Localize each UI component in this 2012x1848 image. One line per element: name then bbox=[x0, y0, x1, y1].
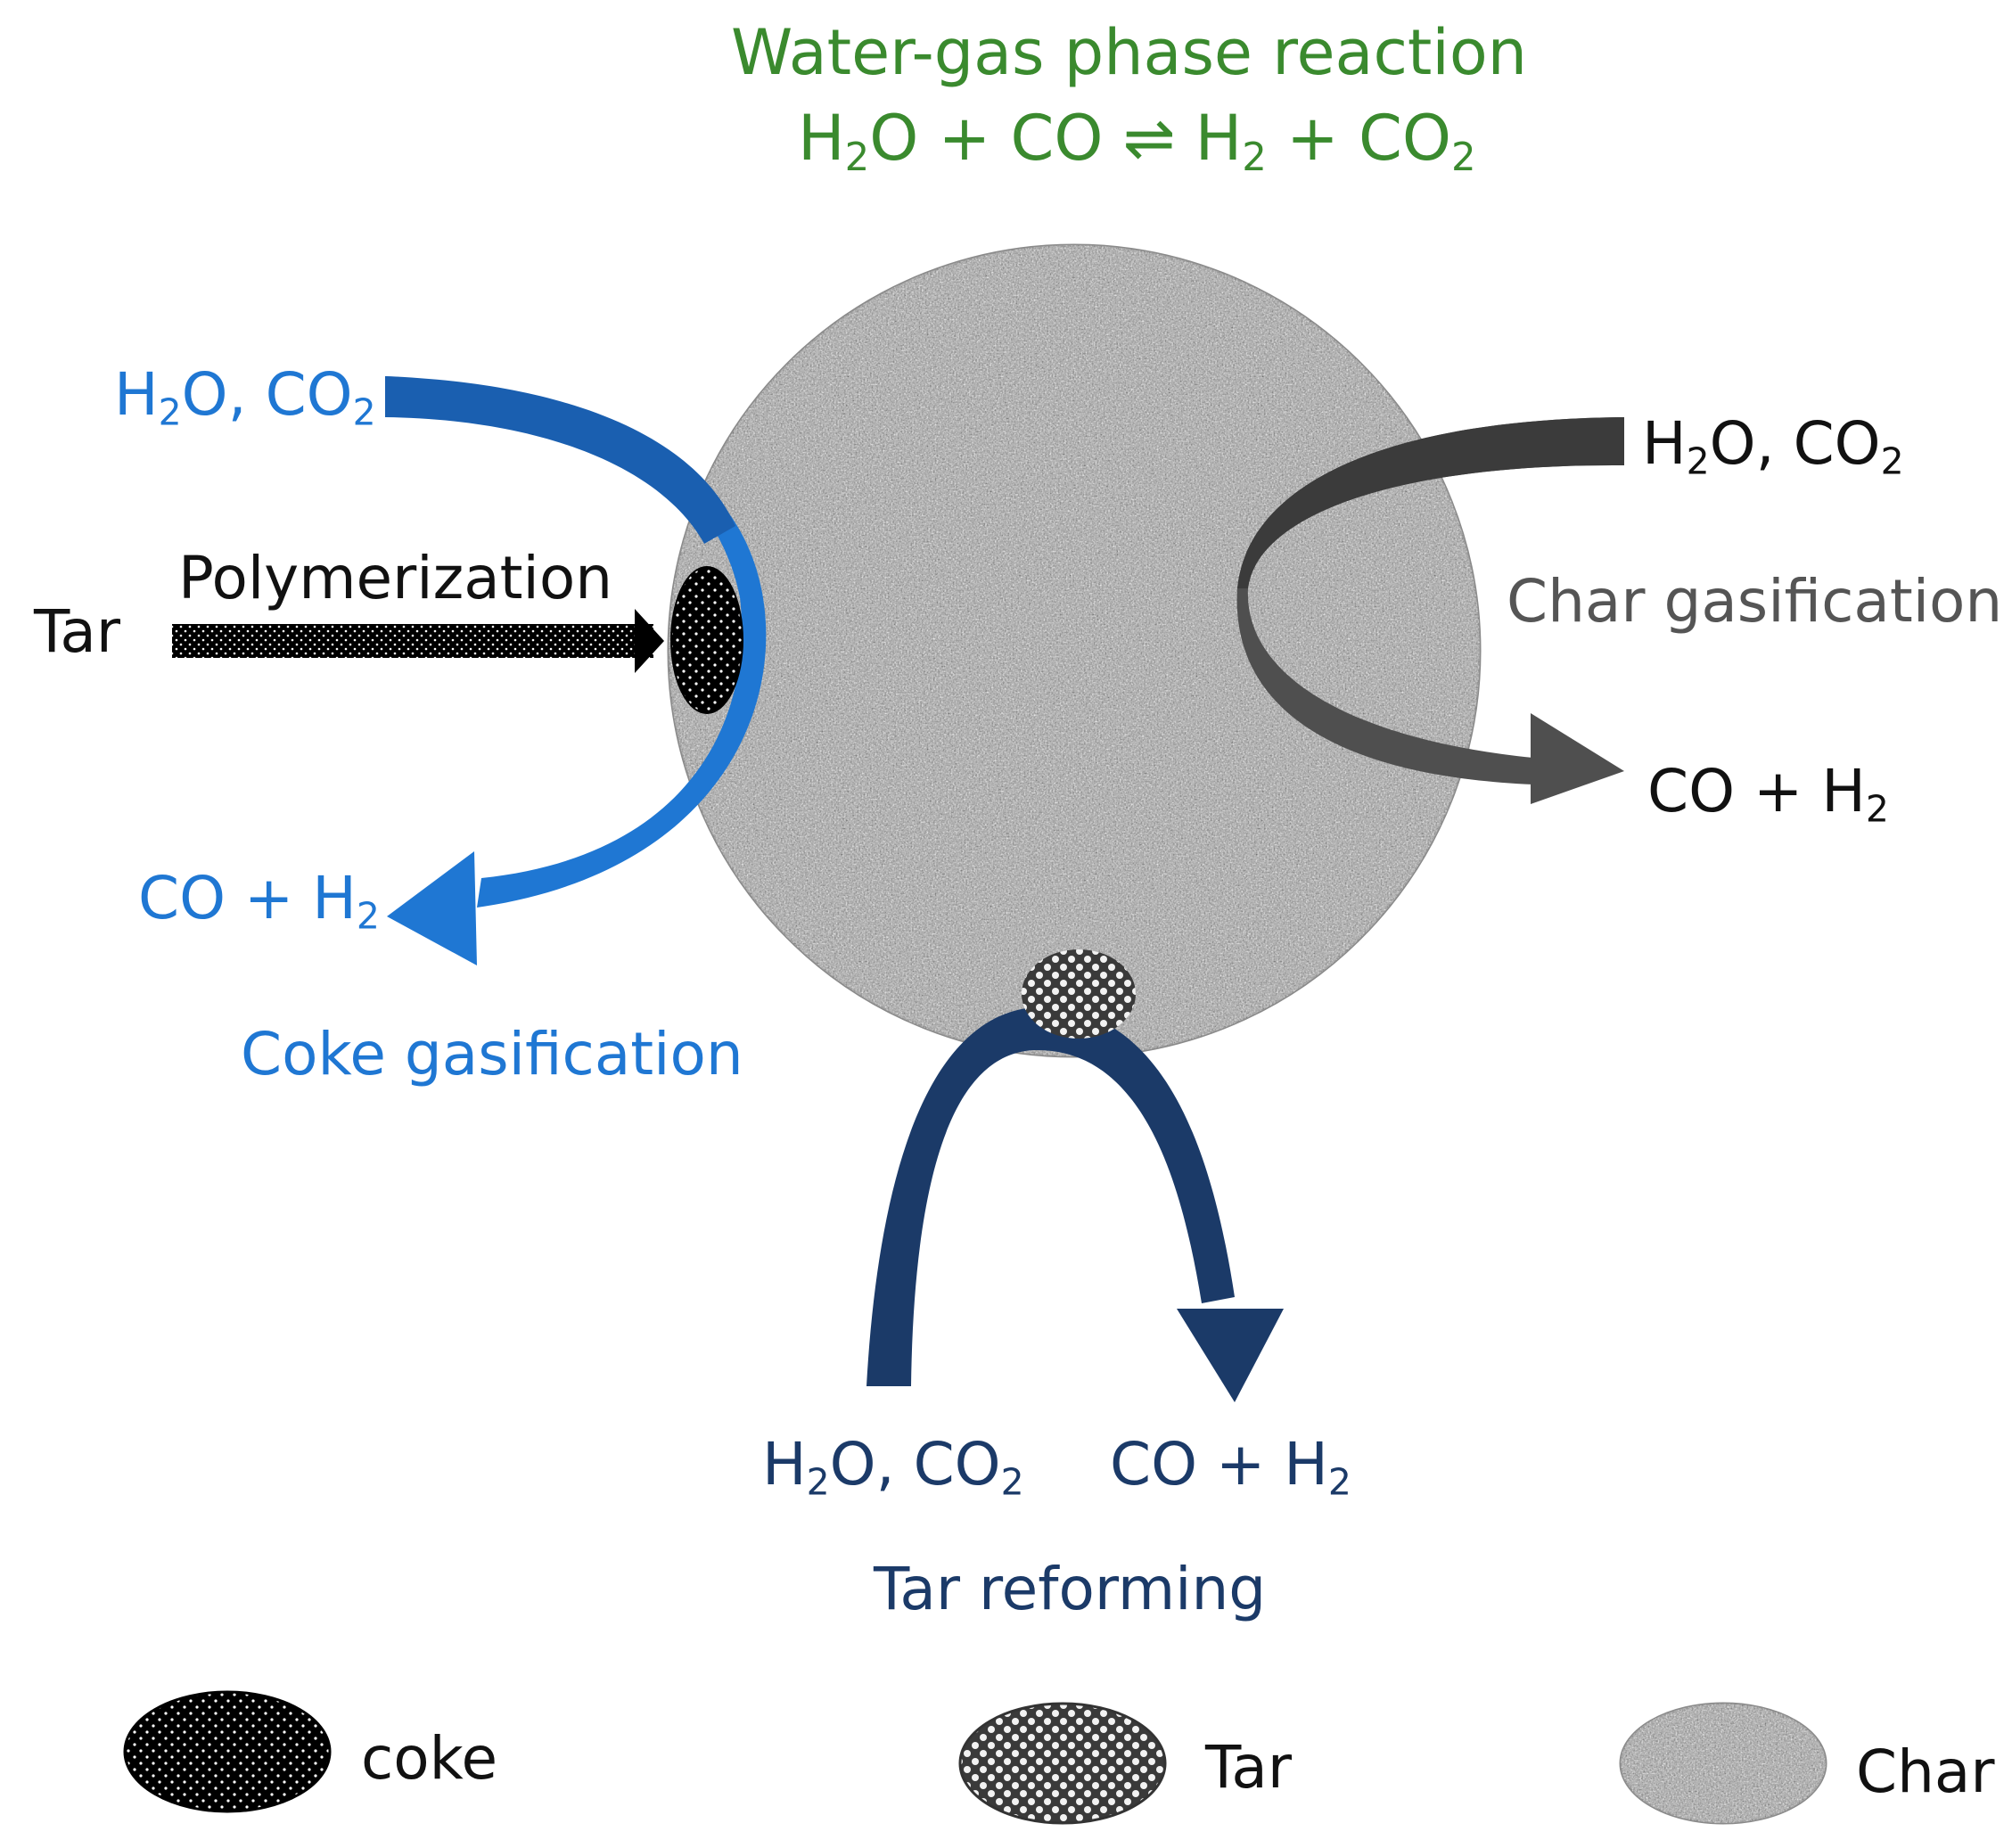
legend-tar-swatch bbox=[958, 1702, 1167, 1825]
legend-tar-label: Tar bbox=[1205, 1733, 1292, 1802]
tar-source-label: Tar bbox=[34, 597, 120, 666]
tar-reforming-output-label: CO + H2 bbox=[1110, 1430, 1351, 1504]
tar-reforming-label: Tar reforming bbox=[874, 1555, 1267, 1623]
coke-gasification-arrow bbox=[385, 376, 767, 965]
legend-coke-label: coke bbox=[361, 1724, 498, 1793]
char-particle bbox=[667, 243, 1482, 1058]
polymerization-label: Polymerization bbox=[178, 544, 613, 612]
coke-output-label: CO + H2 bbox=[138, 864, 380, 938]
polymerization-arrow bbox=[172, 609, 664, 673]
char-gasification-label: Char gasification bbox=[1507, 567, 2003, 636]
char-input-label: H2O, CO2 bbox=[1642, 409, 1904, 483]
water-gas-title: Water-gas phase reaction bbox=[731, 16, 1528, 89]
tar-reforming-input-label: H2O, CO2 bbox=[762, 1430, 1024, 1504]
legend-coke-swatch bbox=[123, 1690, 332, 1813]
coke-input-label: H2O, CO2 bbox=[114, 360, 376, 434]
coke-deposit bbox=[670, 566, 743, 714]
coke-gasification-label: Coke gasification bbox=[241, 1020, 743, 1088]
legend-char-swatch bbox=[1619, 1702, 1827, 1825]
tar-spot bbox=[1022, 949, 1136, 1039]
water-gas-equation: H2O + CO ⇌ H2 + CO2 bbox=[798, 102, 1476, 181]
char-output-label: CO + H2 bbox=[1647, 757, 1889, 831]
legend-char-label: Char bbox=[1856, 1737, 1995, 1806]
char-gasification-arrow bbox=[1236, 417, 1624, 804]
tar-reforming-arrow bbox=[866, 1006, 1284, 1402]
